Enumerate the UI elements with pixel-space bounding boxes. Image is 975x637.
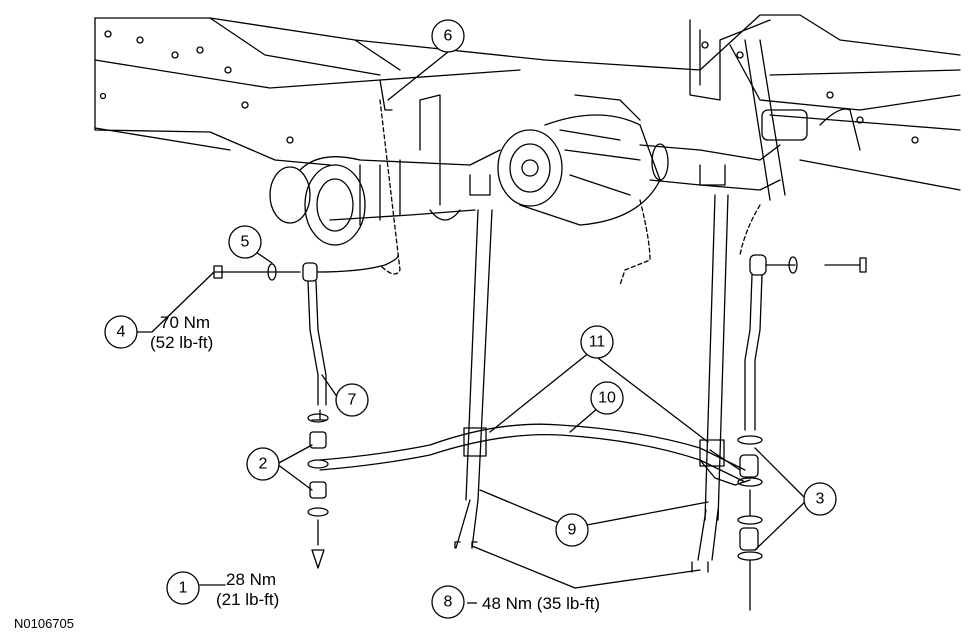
figure-id: N0106705 bbox=[14, 616, 74, 631]
callout-3-number: 3 bbox=[816, 491, 825, 508]
torque-4-nm: 70 Nm bbox=[160, 313, 210, 332]
callout-5-number: 5 bbox=[241, 234, 250, 251]
torque-8-spec: 48 Nm (35 lb-ft) bbox=[482, 594, 600, 613]
callout-10-number: 10 bbox=[598, 390, 616, 407]
callout-11-circle bbox=[580, 325, 614, 359]
callout-6-number: 6 bbox=[444, 28, 453, 45]
callout-5-circle bbox=[228, 225, 262, 259]
left-stabilizer-link bbox=[213, 254, 399, 569]
callout-7-number: 7 bbox=[348, 392, 357, 409]
stabilizer-bar-brackets bbox=[454, 194, 729, 573]
callout-9-number: 9 bbox=[568, 522, 577, 539]
callout-3-circle bbox=[803, 482, 837, 516]
rear-axle-assembly bbox=[269, 39, 786, 286]
callout-8-circle bbox=[431, 585, 465, 619]
callout-9-circle bbox=[555, 513, 589, 547]
right-stabilizer-link bbox=[737, 254, 867, 611]
callout-4-number: 4 bbox=[117, 324, 126, 341]
callout-4-circle bbox=[104, 315, 138, 349]
callout-2-circle bbox=[246, 447, 280, 481]
vehicle-frame bbox=[94, 14, 961, 191]
torque-4-lbft: (52 lb-ft) bbox=[150, 333, 213, 352]
callout-1-number: 1 bbox=[179, 580, 188, 597]
torque-1-lbft: (21 lb-ft) bbox=[216, 590, 279, 609]
torque-1-nm: 28 Nm bbox=[226, 570, 276, 589]
callout-6-circle bbox=[431, 19, 465, 53]
callout-10-circle bbox=[590, 381, 624, 415]
stabilizer-bar bbox=[319, 423, 751, 486]
leader-lines bbox=[136, 51, 808, 589]
callout-8-number: 8 bbox=[444, 594, 453, 611]
callout-11-number: 11 bbox=[589, 334, 606, 351]
callout-2-number: 2 bbox=[259, 456, 268, 473]
callout-1-circle bbox=[166, 571, 200, 605]
callout-7-circle bbox=[335, 383, 369, 417]
